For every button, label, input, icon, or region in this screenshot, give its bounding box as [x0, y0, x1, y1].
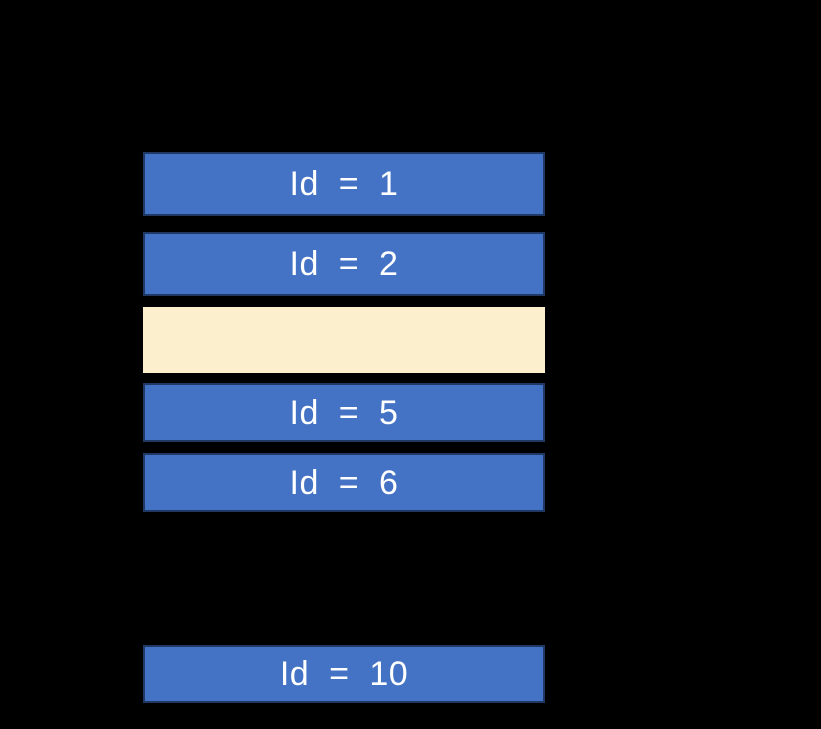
bar-placeholder[interactable]: [143, 307, 545, 373]
bar-label: Id = 10: [279, 655, 409, 693]
bar-record[interactable]: Id = 10: [143, 645, 545, 703]
bar-label: Id = 1: [289, 165, 399, 203]
bar-record[interactable]: Id = 1: [143, 152, 545, 216]
bar-label: Id = 6: [289, 463, 399, 502]
bar-record[interactable]: Id = 5: [143, 383, 545, 442]
bar-label: Id = 5: [289, 393, 399, 432]
bar-record[interactable]: Id = 2: [143, 232, 545, 296]
bar-label: Id = 2: [289, 245, 399, 283]
bar-record[interactable]: Id = 6: [143, 453, 545, 512]
